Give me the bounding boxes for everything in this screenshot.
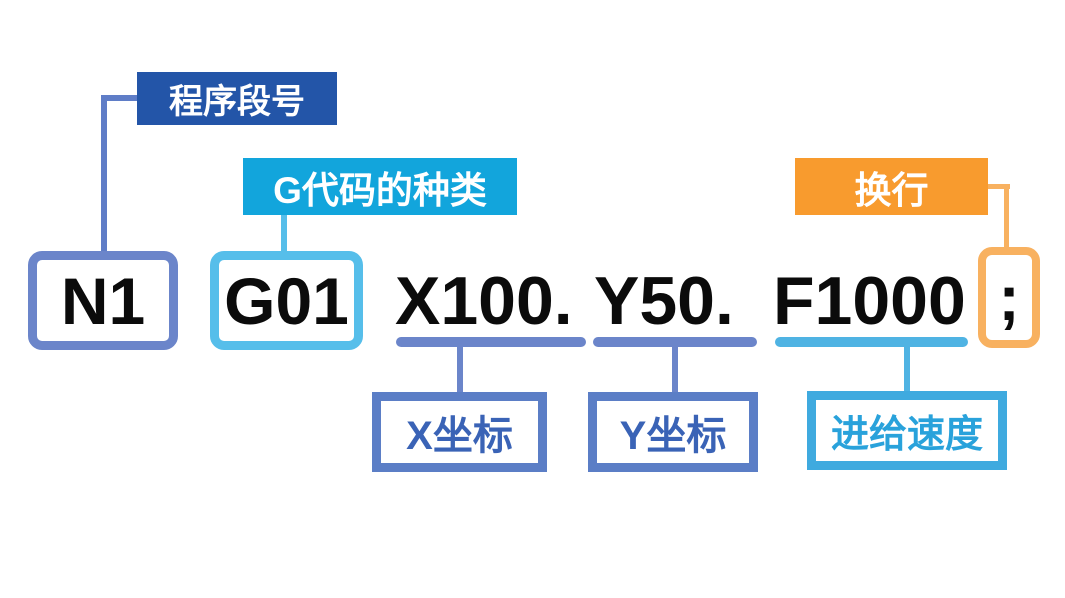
code-box-gcode: G01 <box>210 251 363 350</box>
callout-gcode-type: G代码的种类 <box>243 158 517 215</box>
callout-block-number-label: 程序段号 <box>169 83 305 121</box>
connector-newline-horizontal <box>988 184 1010 189</box>
annotation-x-coordinate-label: X坐标 <box>406 414 513 458</box>
callout-gcode-type-label: G代码的种类 <box>273 169 487 211</box>
underline-f-word <box>775 337 968 347</box>
code-f-word: F1000 <box>773 262 966 339</box>
code-box-end-of-block: ; <box>978 247 1040 348</box>
connector-gcode-type-vertical <box>281 215 287 251</box>
code-box-block-number: N1 <box>28 251 178 350</box>
code-y-word: Y50. <box>594 262 734 339</box>
tick-f-word <box>904 345 910 391</box>
annotation-y-coordinate-label: Y坐标 <box>619 414 727 458</box>
underline-y-word <box>593 337 757 347</box>
code-end-of-block-text: ; <box>998 261 1020 334</box>
connector-block-number-vertical <box>101 95 107 251</box>
underline-x-word <box>396 337 586 347</box>
annotation-box-x-coordinate: X坐标 <box>372 392 547 472</box>
connector-block-number-horizontal <box>101 95 138 101</box>
callout-block-number: 程序段号 <box>137 72 337 125</box>
annotation-feed-rate-label: 进给速度 <box>830 414 983 456</box>
annotation-box-feed-rate: 进给速度 <box>807 391 1007 470</box>
callout-newline-label: 换行 <box>854 169 929 211</box>
code-block-number-text: N1 <box>60 263 146 338</box>
tick-x-word <box>457 345 463 392</box>
code-x-word: X100. <box>395 262 573 339</box>
callout-newline: 换行 <box>795 158 988 215</box>
tick-y-word <box>672 345 678 392</box>
annotation-box-y-coordinate: Y坐标 <box>588 392 758 472</box>
code-gcode-text: G01 <box>224 263 349 338</box>
connector-newline-vertical <box>1004 184 1009 247</box>
